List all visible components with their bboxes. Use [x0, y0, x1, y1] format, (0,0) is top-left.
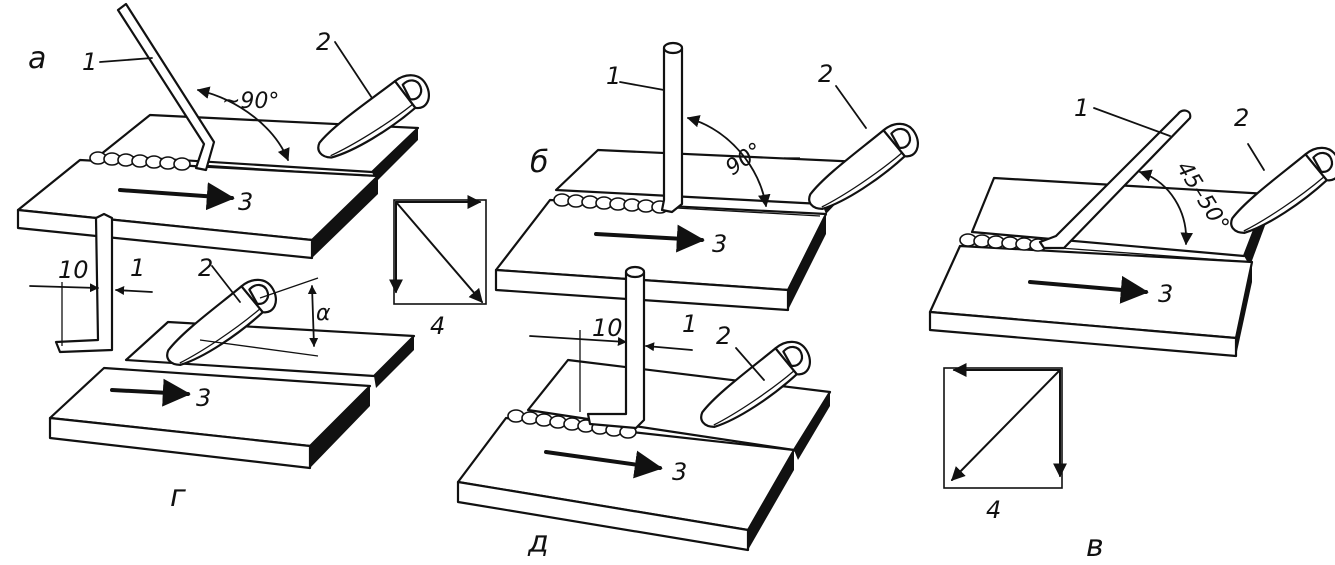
angle-a: ~90°	[222, 89, 279, 114]
angle-arc-a	[196, 86, 290, 162]
callout-v-wire: 1	[1074, 94, 1089, 122]
angle-arc-v	[1138, 169, 1193, 246]
plate-d-near-side	[748, 450, 794, 550]
callout-b-wire: 1	[606, 62, 621, 90]
callout-g-torch: 2	[198, 254, 213, 282]
panel-g: г 10 1 2 3 α	[29, 212, 416, 514]
plate-a-far-edge	[372, 128, 418, 182]
plate-v-near-side	[1236, 262, 1252, 356]
panel-b: б 1 2 3 90°	[494, 41, 930, 312]
callout-scheme-right: 4	[986, 496, 1001, 524]
angle-g: α	[316, 301, 331, 326]
dimension-d-value: 10	[592, 314, 623, 342]
callout-g-direction: 3	[196, 384, 211, 412]
weld-bead-a	[89, 151, 191, 171]
panel-v-letter: в	[1086, 529, 1104, 564]
plate-a-near-side	[312, 176, 378, 258]
callout-d-direction: 3	[672, 458, 687, 486]
panel-v: в 1 2 3 45–50°	[928, 94, 1335, 564]
callout-scheme-left: 4	[430, 312, 445, 340]
filler-wire-v	[1038, 109, 1192, 250]
panel-b-letter: б	[530, 145, 549, 180]
dimension-d	[529, 335, 627, 346]
callout-v-direction: 3	[1158, 280, 1173, 308]
direction-arrow-d	[544, 450, 663, 479]
callout-a-torch: 2	[316, 28, 331, 56]
callout-g-wire: 1	[130, 254, 145, 282]
direction-arrow-v	[1028, 275, 1149, 304]
torch-v	[1215, 141, 1335, 238]
plate-d-far-edge	[794, 392, 830, 460]
dimension-g	[29, 283, 99, 293]
callout-d-torch: 2	[716, 322, 731, 350]
plate-b-near-side	[788, 214, 826, 310]
panel-a: а 1 2 3 ~90°	[16, 2, 440, 260]
panel-d-letter: д	[527, 525, 549, 560]
direction-arrow-b	[594, 224, 705, 253]
plate-g-far-edge	[374, 336, 414, 388]
direction-arrow-g	[110, 378, 191, 407]
panel-g-letter: г	[170, 479, 186, 514]
weld-bead-d	[507, 409, 637, 439]
callout-a-wire: 1	[82, 48, 97, 76]
angle-arc-b	[686, 115, 771, 208]
angle-marker-g	[307, 285, 319, 347]
movement-scheme-right: 4	[943, 363, 1067, 524]
callout-a-direction: 3	[238, 188, 253, 216]
direction-arrow-a	[118, 182, 235, 211]
filler-wire-g	[54, 212, 114, 354]
callout-b-direction: 3	[712, 230, 727, 258]
callout-d-wire: 1	[682, 310, 697, 338]
plate-g-near-side	[310, 386, 370, 468]
callout-v-torch: 2	[1234, 104, 1249, 132]
filler-wire-b	[660, 42, 684, 214]
movement-scheme-left: 4	[389, 195, 487, 340]
panel-a-letter: а	[28, 41, 46, 76]
callout-b-torch: 2	[818, 60, 833, 88]
panel-d: д 10 1 2 3	[456, 265, 832, 560]
weld-bead-b	[553, 193, 669, 214]
dimension-g-value: 10	[58, 256, 89, 284]
weld-bead-v	[959, 233, 1047, 252]
